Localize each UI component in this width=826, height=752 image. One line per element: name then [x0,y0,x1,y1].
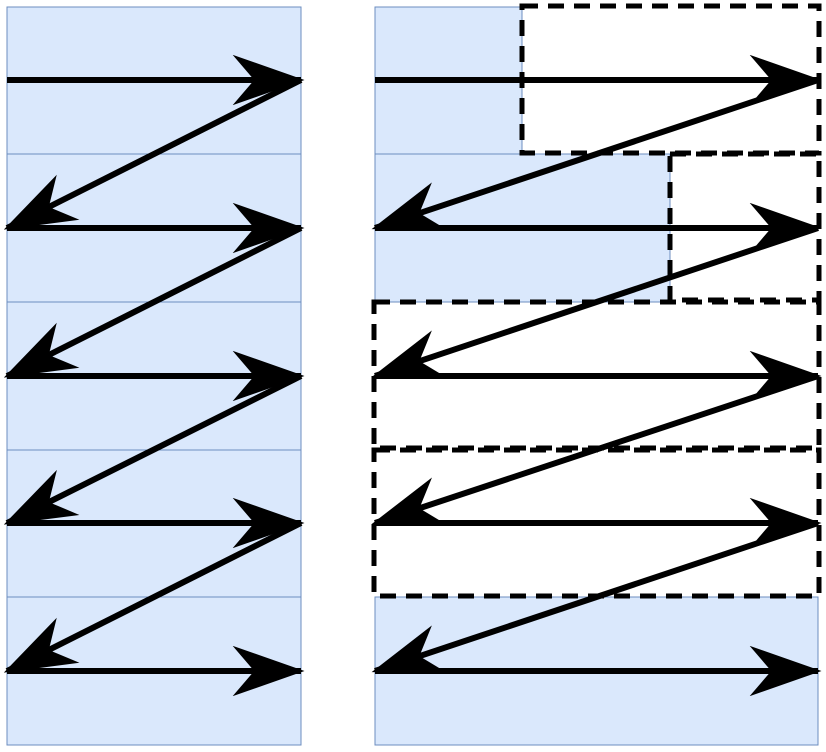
right-return-arrow-3 [371,373,819,526]
left-return-arrow-4 [3,520,303,674]
right-return-arrow-1 [371,77,819,231]
left-return-arrow-1 [3,77,303,231]
right-return-arrow-4 [371,520,819,674]
right-arrows [371,54,822,697]
left-panel [3,6,305,746]
right-panel [371,3,822,746]
left-return-arrow-3 [3,373,303,526]
right-return-arrow-2 [371,225,819,379]
left-arrows [3,54,305,697]
left-return-arrow-2 [3,225,303,379]
